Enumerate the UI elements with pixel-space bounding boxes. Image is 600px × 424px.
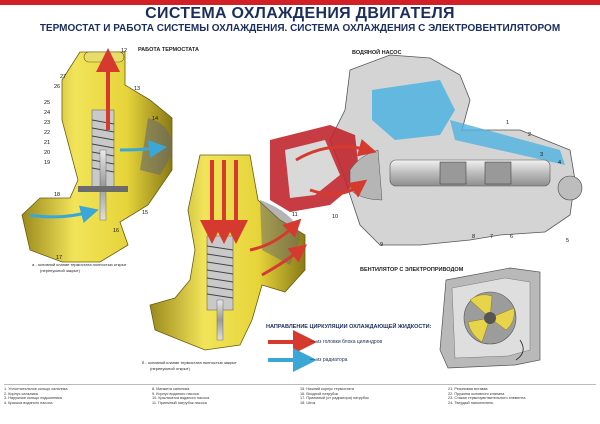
top-accent-bar bbox=[0, 0, 600, 5]
legend-item-red: — из головки блока цилиндров bbox=[266, 338, 436, 348]
callout-13: 13 bbox=[134, 86, 141, 92]
callout-27: 27 bbox=[60, 74, 67, 80]
fan-label: ВЕНТИЛЯТОР С ЭЛЕКТРОПРИВОДОМ bbox=[360, 267, 464, 273]
flow-direction-legend: НАПРАВЛЕНИЕ ЦИРКУЛЯЦИИ ОХЛАЖДАЮЩЕЙ ЖИДКО… bbox=[266, 324, 436, 372]
parts-legend-item: 1. Уплотнительное кольцо сальника bbox=[4, 387, 68, 391]
callout-12: 12 bbox=[121, 48, 128, 54]
caption-a-line1: а - основной клапан термостата полностью… bbox=[32, 262, 127, 267]
page-subtitle: ТЕРМОСТАТ И РАБОТА СИСТЕМЫ ОХЛАЖДЕНИЯ. С… bbox=[39, 23, 561, 34]
callout-2: 2 bbox=[528, 132, 532, 138]
legend-item-blue-label: — из радиатора bbox=[310, 357, 348, 363]
parts-legend-item: 21. Резиновая вставка bbox=[448, 387, 488, 391]
callout-11: 11 bbox=[292, 212, 298, 218]
callout-25: 25 bbox=[44, 100, 51, 106]
parts-legend-col-2: 8. Манжета сальника 9. Корпус водяного н… bbox=[152, 387, 300, 405]
callout-24: 24 bbox=[44, 110, 51, 116]
callout-15: 15 bbox=[142, 210, 149, 216]
callout-16: 16 bbox=[113, 228, 120, 234]
callout-18: 18 bbox=[54, 192, 61, 198]
water-pump-label: ВОДЯНОЙ НАСОС bbox=[352, 50, 402, 56]
parts-legend-item: 3. Наружное кольцо подшипника bbox=[4, 396, 62, 401]
callout-7: 7 bbox=[490, 234, 494, 240]
parts-legend-item: 22. Пружина основного клапана bbox=[448, 391, 505, 396]
callout-19: 19 bbox=[44, 160, 51, 166]
legend-item-red-label: — из головки блока цилиндров bbox=[310, 339, 383, 345]
parts-legend-item: 2. Корпус сальника bbox=[4, 391, 38, 396]
parts-legend-item: 8. Манжета сальника bbox=[152, 387, 190, 391]
callout-9: 9 bbox=[380, 242, 384, 248]
caption-b-line2: (перепускной открыт) bbox=[150, 366, 190, 371]
callout-14: 14 bbox=[152, 116, 159, 122]
parts-legend-item: 17. Приемный (от радиатора) патрубок bbox=[300, 396, 369, 401]
thermostat-a-illustration bbox=[21, 48, 173, 263]
callout-6: 6 bbox=[510, 234, 514, 240]
parts-legend-item: 18. Шток bbox=[300, 400, 316, 405]
callout-5: 5 bbox=[566, 238, 570, 244]
callout-10: 10 bbox=[332, 214, 339, 220]
parts-legend-item: 4. Крышка водяного насоса bbox=[4, 400, 53, 405]
parts-legend-item: 11. Приемный патрубок насоса bbox=[152, 400, 207, 405]
callout-3: 3 bbox=[540, 152, 544, 158]
callout-23: 23 bbox=[44, 120, 51, 126]
callout-26: 26 bbox=[54, 84, 61, 90]
callout-1: 1 bbox=[506, 120, 510, 126]
thermostat-b-illustration bbox=[149, 154, 308, 351]
parts-legend-item: 23. Стакан термочувствительного элемента bbox=[448, 396, 526, 401]
parts-legend-col-4: 21. Резиновая вставка 22. Пружина основн… bbox=[448, 387, 596, 405]
callout-8: 8 bbox=[472, 234, 476, 240]
callout-17: 17 bbox=[56, 255, 63, 261]
parts-legend-item: 10. Крыльчатка водяного насоса bbox=[152, 396, 210, 401]
parts-legend-item: 24. Твердый наполнитель bbox=[448, 400, 494, 405]
callout-21: 21 bbox=[44, 140, 51, 146]
parts-legend-item: 15. Нижний корпус термостата bbox=[300, 387, 354, 391]
page-title: СИСТЕМА ОХЛАЖДЕНИЯ ДВИГАТЕЛЯ bbox=[145, 5, 455, 22]
parts-legend: 1. Уплотнительное кольцо сальника 2. Кор… bbox=[4, 384, 596, 422]
parts-legend-col-1: 1. Уплотнительное кольцо сальника 2. Кор… bbox=[4, 387, 152, 405]
thermostat-work-label: РАБОТА ТЕРМОСТАТА bbox=[138, 47, 199, 53]
caption-b-line1: б - основной клапан термостата полностью… bbox=[142, 360, 237, 365]
callout-22: 22 bbox=[44, 130, 51, 136]
parts-legend-item: 16. Входной патрубок bbox=[300, 391, 339, 396]
callout-20: 20 bbox=[44, 150, 51, 156]
legend-item-blue: — из радиатора bbox=[266, 356, 436, 366]
electric-fan-illustration bbox=[439, 267, 541, 369]
caption-a-line2: (перепускной закрыт) bbox=[40, 268, 80, 273]
callout-4: 4 bbox=[558, 160, 562, 166]
parts-legend-item: 9. Корпус водяного насоса bbox=[152, 391, 199, 396]
parts-legend-col-3: 15. Нижний корпус термостата 16. Входной… bbox=[300, 387, 448, 405]
legend-title: НАПРАВЛЕНИЕ ЦИРКУЛЯЦИИ ОХЛАЖДАЮЩЕЙ ЖИДКО… bbox=[266, 324, 432, 330]
water-pump-illustration bbox=[270, 54, 583, 246]
